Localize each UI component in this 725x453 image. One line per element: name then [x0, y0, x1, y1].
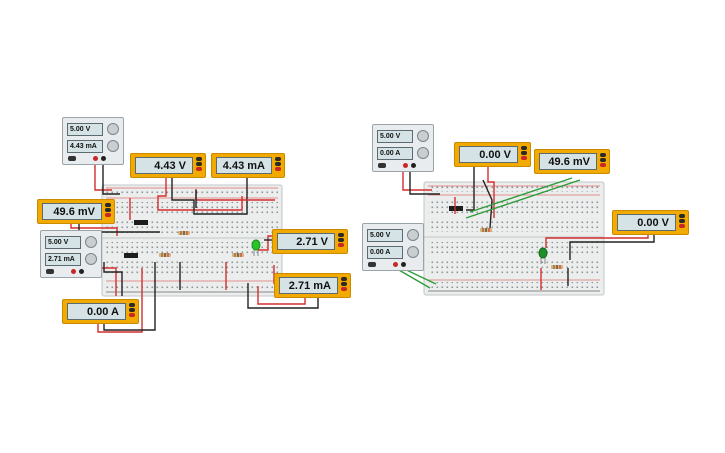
meter-terminals[interactable] [275, 157, 282, 172]
supply-voltage-display: 5.00 V [377, 130, 413, 143]
positive-terminal[interactable] [393, 262, 398, 267]
power-switch[interactable] [68, 156, 76, 161]
power-supply-left-bottom[interactable]: 5.00 V 2.71 mA [40, 230, 102, 278]
multimeter-led-voltage-left[interactable]: 2.71 V [272, 229, 348, 254]
meter-reading: 49.6 mV [539, 153, 597, 170]
meter-reading: 49.6 mV [42, 203, 102, 220]
meter-terminals[interactable] [521, 146, 528, 161]
meter-terminals[interactable] [129, 303, 136, 318]
multimeter-mv-right[interactable]: 49.6 mV [534, 149, 610, 174]
supply-current-display: 4.43 mA [67, 140, 103, 153]
meter-reading: 0.00 V [459, 146, 518, 163]
current-knob[interactable] [417, 147, 429, 159]
multimeter-current-bottom-left[interactable]: 0.00 A [62, 299, 139, 324]
meter-reading: 4.43 V [135, 157, 193, 174]
power-supply-right-bottom[interactable]: 5.00 V 0.00 A [362, 223, 424, 271]
multimeter-voltage-top-left[interactable]: 4.43 V [130, 153, 206, 178]
voltage-knob[interactable] [107, 123, 119, 135]
power-switch[interactable] [378, 163, 386, 168]
multimeter-led-current-left[interactable]: 2.71 mA [274, 273, 351, 298]
voltage-knob[interactable] [85, 236, 97, 248]
positive-terminal[interactable] [403, 163, 408, 168]
negative-terminal[interactable] [101, 156, 106, 161]
transistor-left-top[interactable] [134, 220, 148, 225]
meter-terminals[interactable] [338, 233, 345, 248]
negative-terminal[interactable] [79, 269, 84, 274]
meter-terminals[interactable] [600, 153, 607, 168]
meter-reading: 4.43 mA [216, 157, 272, 174]
wires-left[interactable] [70, 160, 319, 333]
meter-reading: 0.00 A [67, 303, 126, 320]
power-supply-left-top[interactable]: 5.00 V 4.43 mA [62, 117, 124, 165]
power-supply-right-top[interactable]: 5.00 V 0.00 A [372, 124, 434, 172]
voltage-knob[interactable] [417, 130, 429, 142]
current-knob[interactable] [407, 246, 419, 258]
multimeter-voltage-top-right[interactable]: 0.00 V [454, 142, 531, 167]
supply-current-display: 0.00 A [367, 246, 403, 259]
transistor-right[interactable] [449, 206, 463, 211]
breadboard-left-top[interactable] [101, 184, 283, 240]
positive-terminal[interactable] [71, 269, 76, 274]
breadboard-left-bottom[interactable] [101, 237, 283, 297]
led-green-right[interactable] [538, 247, 548, 264]
meter-terminals[interactable] [679, 214, 686, 229]
supply-current-display: 2.71 mA [45, 253, 81, 266]
meter-reading: 2.71 V [277, 233, 335, 250]
voltage-knob[interactable] [407, 229, 419, 241]
meter-reading: 0.00 V [617, 214, 676, 231]
resistor-left-1[interactable] [178, 231, 190, 235]
supply-voltage-display: 5.00 V [45, 236, 81, 249]
meter-reading: 2.71 mA [279, 277, 338, 294]
negative-terminal[interactable] [411, 163, 416, 168]
power-switch[interactable] [368, 262, 376, 267]
resistor-left-3[interactable] [232, 253, 244, 257]
meter-terminals[interactable] [105, 203, 112, 218]
power-switch[interactable] [46, 269, 54, 274]
supply-current-display: 0.00 A [377, 147, 413, 160]
current-knob[interactable] [85, 253, 97, 265]
resistor-left-2[interactable] [159, 253, 171, 257]
led-green-left[interactable] [251, 239, 261, 256]
supply-voltage-display: 5.00 V [367, 229, 403, 242]
supply-voltage-display: 5.00 V [67, 123, 103, 136]
negative-terminal[interactable] [401, 262, 406, 267]
multimeter-mv-left[interactable]: 49.6 mV [37, 199, 115, 224]
multimeter-voltage-right[interactable]: 0.00 V [612, 210, 689, 235]
current-knob[interactable] [107, 140, 119, 152]
multimeter-current-top-left[interactable]: 4.43 mA [211, 153, 285, 178]
breadboard-right-bottom[interactable] [423, 236, 605, 296]
meter-terminals[interactable] [196, 157, 203, 172]
breadboard-right-top[interactable] [423, 181, 605, 239]
resistor-right-2[interactable] [551, 265, 563, 269]
resistor-right-1[interactable] [480, 228, 492, 232]
transistor-left-bottom[interactable] [124, 253, 138, 258]
meter-terminals[interactable] [341, 277, 348, 292]
positive-terminal[interactable] [93, 156, 98, 161]
